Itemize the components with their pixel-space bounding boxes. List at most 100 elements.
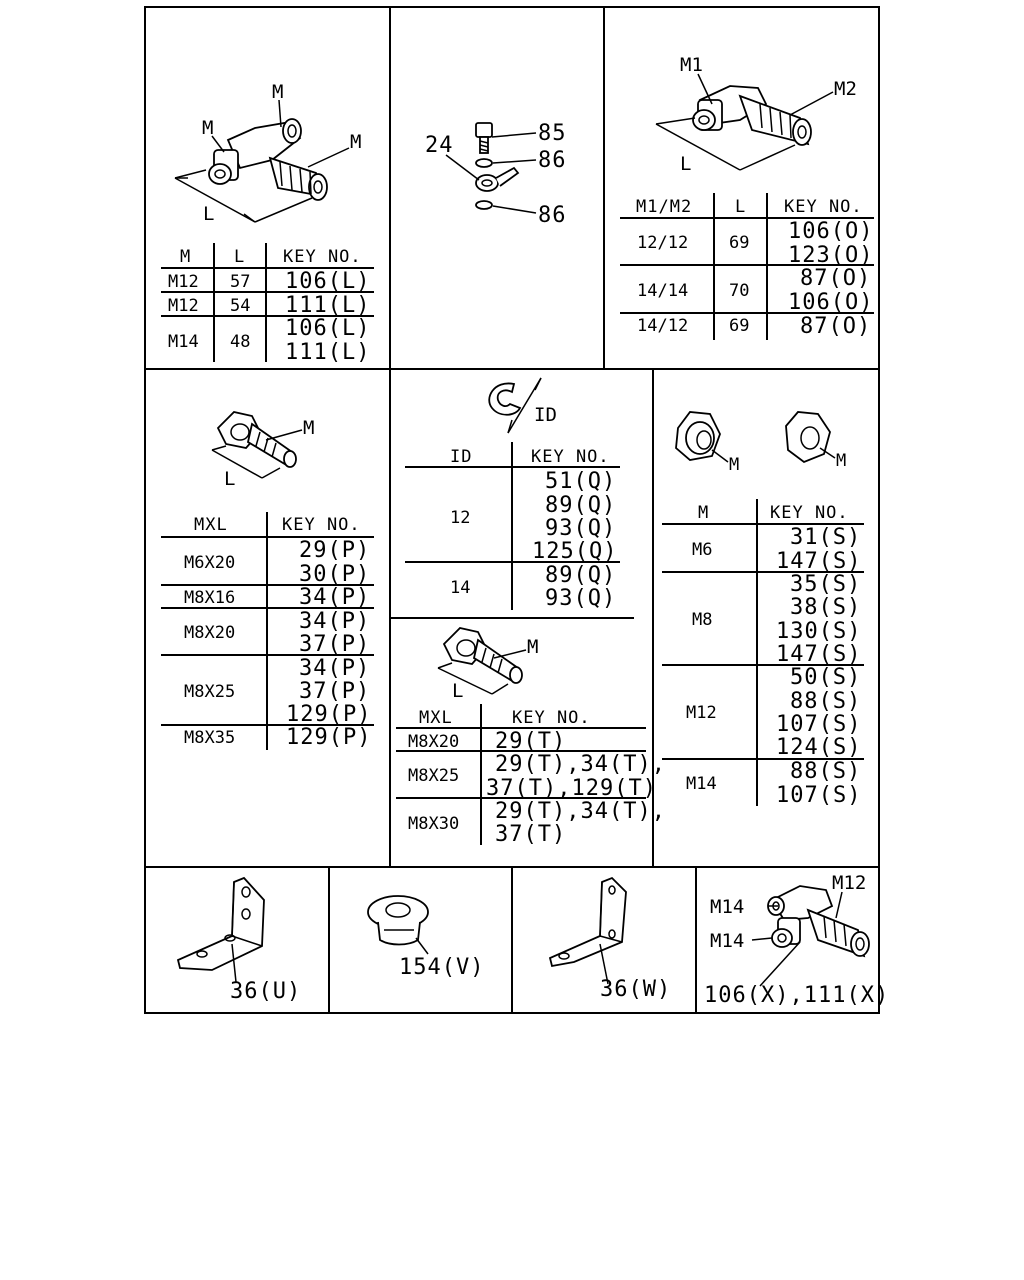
flange-nut-drawing (675, 411, 721, 461)
panel-connector-bolt: M L MXL KEY NO. M6X20 29(P) 30(P) M8X16 … (161, 411, 374, 750)
table-cell-key: 93(Q) (545, 586, 616, 611)
table-cell-key: 30(P) (299, 562, 370, 587)
table-cell-mxl: M8X16 (184, 588, 235, 608)
callout-m: M (303, 417, 314, 439)
callout-id: ID (534, 404, 557, 426)
table-cell-key: 129(P) (286, 702, 371, 727)
table-cell-key: 111(L) (285, 340, 370, 365)
table-cell-mxl: M8X20 (184, 623, 235, 643)
table-cell-key: 87(O) (800, 314, 871, 339)
union-tee-fitting-drawing (208, 118, 328, 201)
table-cell-mxl: M8X25 (184, 682, 235, 702)
table-cell-l: 48 (230, 332, 250, 352)
table-cell-key: 31(S) (790, 525, 861, 550)
callout-m14-bottom: M14 (710, 930, 744, 952)
callout-leaders (655, 73, 834, 171)
callout-leaders (437, 649, 527, 695)
table-cell-key: 29(T) (495, 729, 566, 754)
table-cell-mxl: M8X30 (408, 814, 459, 834)
table-cell-key: 34(P) (299, 609, 370, 634)
table-header-l: L (735, 197, 746, 217)
elbow-union-drawing (692, 85, 812, 146)
table-cell-key: 37(T) (495, 822, 566, 847)
table-cell-key: 51(Q) (545, 469, 616, 494)
table-cell-mxl: M8X35 (184, 728, 235, 748)
table-cell-m: M6 (692, 540, 712, 560)
callout-m-right: M (350, 131, 361, 153)
table-header-key-no: KEY NO. (531, 447, 610, 467)
table-header-key-no: KEY NO. (283, 247, 362, 267)
table-cell-id: 12 (450, 508, 470, 528)
table-cell-key: 37(T),129(T) (486, 776, 657, 801)
panel-elbow-union: M1 M2 L M1/M2 L KEY NO. 12/12 69 106(O) … (620, 54, 874, 340)
tee-union-drawing (767, 885, 870, 958)
callout-leaders (174, 99, 350, 223)
banjo-bolt-drawing (475, 122, 520, 210)
hose-connector-drawing (442, 627, 523, 684)
table-cell-m: M12 (168, 296, 199, 316)
table-cell-key: 107(S) (776, 783, 861, 808)
table-cell-key: 107(S) (776, 712, 861, 737)
callout-leaders (211, 429, 303, 479)
callout-l: L (680, 153, 691, 175)
table-cell-key: 88(S) (790, 759, 861, 784)
panel-union-tee: M M M L M L KEY NO. M12 57 106(L) M12 54… (161, 81, 374, 365)
bracket-u-drawing (176, 876, 265, 983)
diagram-frame (144, 6, 880, 1014)
table-cell-m: M8 (692, 610, 712, 630)
table-cell-m: M12 (686, 703, 717, 723)
table-cell-key: 37(P) (299, 632, 370, 657)
table-cell-l: 54 (230, 296, 250, 316)
table-header-l: L (234, 247, 245, 267)
callout-l: L (203, 203, 214, 225)
table-cell-m: M14 (168, 332, 199, 352)
table-cell-key: 29(T),34(T), (495, 752, 666, 777)
callout-l: L (452, 680, 463, 702)
elbow-union-table: M1/M2 L KEY NO. 12/12 69 106(O) 123(O) 1… (620, 193, 874, 340)
table-cell-key: 29(P) (299, 538, 370, 563)
callout-m-hex: M (836, 451, 846, 471)
table-cell-m: M14 (686, 774, 717, 794)
table-cell-mxl: M8X25 (408, 766, 459, 786)
panel-bracket-w: 36(W) (548, 876, 671, 1002)
connector-bolt-drawing (216, 411, 297, 468)
table-cell-key: 111(L) (285, 293, 370, 318)
callout-86-top: 86 (538, 148, 567, 173)
table-cell-key: 106(L) (285, 269, 370, 294)
callout-leaders (751, 891, 843, 987)
table-cell-key: 130(S) (776, 619, 861, 644)
connector-bolt-table: MXL KEY NO. M6X20 29(P) 30(P) M8X16 34(P… (161, 512, 374, 750)
table-header-id: ID (450, 447, 472, 467)
table-cell-key: 89(Q) (545, 493, 616, 518)
union-tee-table: M L KEY NO. M12 57 106(L) M12 54 111(L) … (161, 243, 374, 365)
table-header-key-no: KEY NO. (512, 708, 591, 728)
table-header-m1-m2: M1/M2 (636, 197, 692, 217)
callout-m-top: M (272, 81, 283, 103)
table-cell-key: 93(Q) (545, 516, 616, 541)
part-label-36w: 36(W) (600, 977, 671, 1002)
table-cell-key: 34(P) (299, 656, 370, 681)
table-header-key-no: KEY NO. (282, 515, 361, 535)
table-header-m: M (698, 503, 709, 523)
table-cell-key: 125(Q) (532, 539, 617, 564)
table-cell-mxl: M8X20 (408, 732, 459, 752)
callout-m12: M12 (832, 872, 866, 894)
table-cell-key: 147(S) (776, 642, 861, 667)
table-cell-m: M12 (168, 272, 199, 292)
panel-banjo-bolt: 85 86 24 86 (425, 121, 567, 228)
callout-leaders (711, 447, 836, 463)
nuts-table: M KEY NO. M6 31(S) 147(S) M8 35(S) 38(S)… (662, 499, 864, 808)
callout-m-left: M (202, 117, 213, 139)
table-header-m: M (180, 247, 191, 267)
table-cell-l: 70 (729, 281, 749, 301)
panel-nuts: M M M KEY NO. M6 31(S) 147(S) M8 35(S) 3… (662, 411, 864, 808)
table-cell-key: 87(O) (800, 266, 871, 291)
table-cell-m: 14/14 (637, 281, 688, 301)
hose-clip-table: ID KEY NO. 12 51(Q) 89(Q) 93(Q) 125(Q) 1… (405, 442, 620, 611)
hose-clip-drawing (488, 377, 542, 434)
panel-tee-union: M14 M14 M12 106(X),111(X) (704, 872, 888, 1008)
table-cell-key: 37(P) (299, 679, 370, 704)
hex-nut-drawing (785, 411, 831, 464)
table-header-key-no: KEY NO. (784, 197, 863, 217)
